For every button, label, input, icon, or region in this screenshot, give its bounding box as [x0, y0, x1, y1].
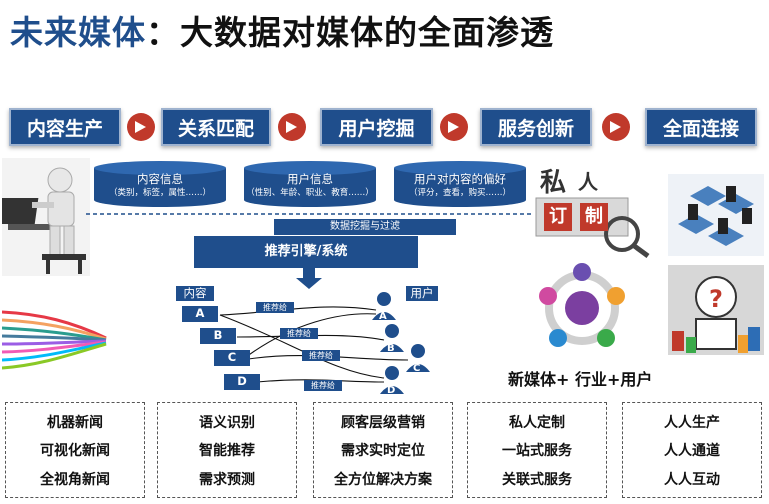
- feature-item: 全视角新闻: [40, 471, 110, 488]
- recommendation-engine-box: 推荐引擎/系统: [194, 236, 418, 268]
- content-label: 内容: [176, 286, 214, 301]
- flow-step-full-connection: 全面连接: [645, 108, 757, 146]
- database-title: 内容信息: [137, 172, 183, 186]
- dashed-connector: [86, 213, 534, 215]
- private-char: 私: [540, 168, 567, 198]
- feature-item: 语义识别: [199, 414, 255, 431]
- svg-text:?: ?: [709, 285, 723, 313]
- arrow-right-icon: [127, 113, 155, 141]
- user-label: 用户: [406, 286, 438, 301]
- feature-item: 顾客层级营销: [341, 414, 425, 431]
- arrow-right-icon: [602, 113, 630, 141]
- database-subtitle: （类别，标签，属性……）: [108, 188, 211, 198]
- feature-item: 需求预测: [199, 471, 255, 488]
- database-user-preference: 用户对内容的偏好 （评分，查看，购买……）: [392, 160, 528, 208]
- recommend-label: 推荐给: [302, 350, 340, 361]
- feature-item: 可视化新闻: [40, 443, 110, 459]
- feature-box-content-production: 机器新闻 可视化新闻 全视角新闻: [5, 402, 145, 498]
- database-title: 用户信息: [287, 172, 333, 186]
- fiber-optic-image: [1, 302, 110, 376]
- flow-step-service-innovation: 服务创新: [480, 108, 592, 146]
- robot-image: [0, 158, 90, 276]
- private-char: 制: [580, 203, 608, 231]
- user-icon: A: [370, 290, 398, 326]
- content-item: D: [224, 374, 260, 390]
- recommend-label: 推荐给: [304, 380, 342, 391]
- feature-box-relation-matching: 语义识别 智能推荐 需求预测: [157, 402, 297, 498]
- recommend-label: 推荐给: [280, 328, 318, 339]
- feature-item: 人人生产: [664, 414, 720, 431]
- data-mining-label: 数据挖掘与过滤: [274, 219, 456, 235]
- content-item: A: [182, 306, 218, 322]
- down-arrow-icon: [296, 268, 322, 289]
- question-person-image: ?: [668, 265, 764, 355]
- page-title: 未来媒体：大数据对媒体的全面渗透: [10, 6, 554, 54]
- feature-box-full-connection: 人人生产 人人通道 人人互动: [622, 402, 762, 498]
- hub-diagram: [530, 262, 634, 352]
- database-user-info: 用户信息 （性别、年龄、职业、教育……）: [242, 160, 378, 208]
- feature-item: 私人定制: [509, 414, 565, 431]
- title-part1: 未来媒体: [10, 13, 146, 52]
- feature-item: 需求实时定位: [341, 443, 425, 459]
- arrow-right-icon: [440, 113, 468, 141]
- flow-step-user-mining: 用户挖掘: [320, 108, 433, 146]
- feature-item: 机器新闻: [47, 414, 103, 431]
- feature-item: 关联式服务: [502, 471, 572, 488]
- feature-item: 人人互动: [664, 471, 720, 488]
- user-item: B: [387, 343, 395, 354]
- title-part2: ：大数据对媒体的全面渗透: [146, 13, 554, 52]
- flow-step-content-production: 内容生产: [9, 108, 121, 146]
- feature-item: 一站式服务: [502, 443, 572, 459]
- user-item: A: [379, 311, 387, 322]
- feature-item: 人人通道: [664, 443, 720, 459]
- hub-caption: 新媒体+ 行业+用户: [508, 370, 653, 389]
- feature-box-user-mining: 顾客层级营销 需求实时定位 全方位解决方案: [313, 402, 453, 498]
- feature-box-service-innovation: 私人定制 一站式服务 关联式服务: [467, 402, 607, 498]
- database-subtitle: （性别、年龄、职业、教育……）: [246, 188, 374, 198]
- network-computers-image: [668, 174, 764, 256]
- database-title: 用户对内容的偏好: [414, 172, 506, 186]
- recommend-label: 推荐给: [256, 302, 294, 313]
- database-subtitle: （评分，查看，购买……）: [408, 188, 511, 198]
- user-icon: D: [378, 364, 406, 400]
- user-item: C: [413, 363, 421, 374]
- database-content-info: 内容信息 （类别，标签，属性……）: [92, 160, 228, 208]
- user-icon: B: [378, 322, 406, 358]
- private-char: 人: [578, 170, 598, 194]
- user-item: D: [387, 385, 396, 396]
- recommendation-diagram: 内容 用户 A B C D 推荐给 推荐给 推荐给 推荐给 A B C D: [172, 282, 440, 402]
- content-item: B: [200, 328, 236, 344]
- user-icon: C: [404, 342, 432, 378]
- content-item: C: [214, 350, 250, 366]
- private-char: 订: [544, 203, 572, 231]
- private-customization-image: 私 人 订 制: [532, 158, 650, 258]
- feature-item: 全方位解决方案: [334, 471, 432, 488]
- arrow-right-icon: [278, 113, 306, 141]
- flow-step-relation-matching: 关系匹配: [161, 108, 271, 146]
- feature-item: 智能推荐: [199, 443, 255, 459]
